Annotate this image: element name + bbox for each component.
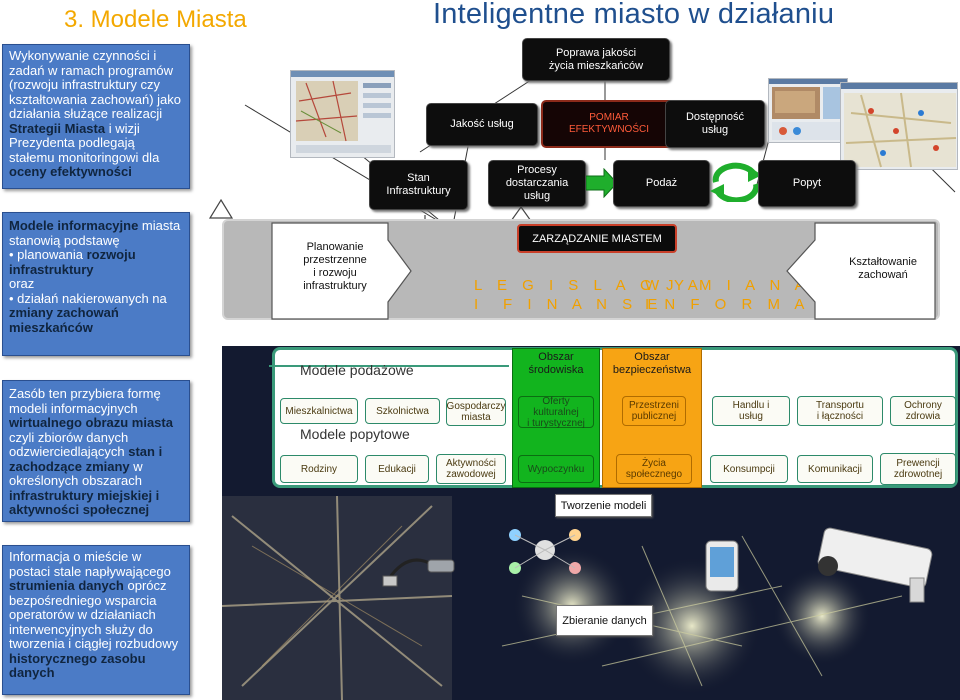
body-text: w określonych obszarach (9, 458, 143, 488)
supply-models-underline (269, 365, 509, 367)
supply-cell-housing: Mieszkalnictwa (280, 398, 358, 424)
body-text: oraz • działań nakierowanych na (9, 276, 167, 306)
security-camera-icon (817, 527, 933, 603)
quality-of-life-box: Poprawa jakości życia mieszkańców (522, 38, 670, 81)
model-creation-box: Tworzenie modeli (555, 494, 652, 517)
demand-cell-work: Aktywności zawodowej (436, 454, 506, 484)
service-processes-box: Procesy dostarczania usług (488, 160, 586, 207)
body-text: czyli zbiorów danych odzwierciedlających (9, 429, 129, 459)
demand-cell-communication: Komunikacji (797, 455, 873, 483)
supply-cell-transport: Transportu i łączności (797, 396, 883, 426)
planning-arrow-shape (271, 222, 412, 320)
demand-cell-consumption: Konsumpcji (710, 455, 788, 483)
supply-cell-schooling: Szkolnictwa (365, 398, 440, 424)
body-text: i wizji Prezydenta podlegają stałemu mon… (9, 120, 160, 165)
city-map-screenshot (290, 70, 395, 158)
emphasis-text: rozwoju infrastruktury (9, 247, 136, 277)
body-text: oprócz bezpośredniego wsparcia operatoró… (9, 578, 179, 651)
supply-box: Podaż (613, 160, 710, 207)
emphasis-text: Strategii Miasta (9, 120, 106, 136)
behaviour-arrow-shape (786, 222, 936, 320)
city-management-box: ZARZĄDZANIE MIASTEM (517, 224, 677, 253)
behaviour-shaping-label: Kształtowanie zachowań (849, 256, 917, 281)
emphasis-text: historycznego zasobu danych (9, 650, 146, 680)
emphasis-text: infrastruktury miejskiej i aktywności sp… (9, 487, 160, 517)
arrow-right-icon (586, 168, 618, 198)
phone-device-icon (705, 540, 739, 592)
dashboard-icon (769, 79, 847, 140)
supply-cell-culture-tourism: Oferty kulturalnej i turystycznej (518, 396, 594, 429)
environment-area-label: Obszar środowiska (528, 351, 584, 376)
supply-cell-economy: Gospodarczy miasta (446, 398, 506, 426)
dashboard-screenshot (768, 78, 848, 143)
emphasis-text: Modele informacyjne (9, 218, 139, 233)
text-box-data-stream: Informacja o mieście w postaci stale nap… (2, 545, 190, 695)
text-box-strategy-monitoring: Wykonywanie czynności i zadań w ramach p… (2, 44, 190, 189)
thumb-header-bar (291, 71, 394, 77)
security-area-label: Obszar bezpieczeństwa (612, 351, 692, 376)
cycle-arrows-icon (710, 162, 762, 202)
up-arrow-icon (208, 198, 234, 219)
emphasis-text: oceny efektywności (9, 164, 132, 179)
efficiency-measure-box: POMIAR EFEKTYWNOŚCI (541, 100, 677, 148)
demand-cell-social-life: Życia społecznego (616, 454, 692, 484)
text-box-data-stream-text: Informacja o mieście w postaci stale nap… (9, 549, 178, 680)
text-box-strategy-monitoring-text: Wykonywanie czynności i zadań w ramach p… (9, 48, 181, 179)
supply-cell-trade-services: Handlu i usług (712, 396, 790, 426)
text-box-information-models-text: Modele informacyjne miasta stanowią pods… (9, 218, 180, 335)
demand-cell-family: Rodziny (280, 455, 358, 483)
emphasis-text: wirtualnego obrazu miasta (9, 415, 173, 430)
demand-cell-education: Edukacji (365, 455, 429, 483)
emphasis-text: strumienia danych (9, 578, 124, 593)
body-text: Zasób ten przybiera formę modeli informa… (9, 386, 161, 416)
infrastructure-state-box: Stan Infrastruktury (369, 160, 468, 210)
text-box-virtual-city-text: Zasób ten przybiera formę modeli informa… (9, 386, 173, 517)
body-text: Wykonywanie czynności i zadań w ramach p… (9, 48, 181, 121)
service-quality-box: Jakość usług (426, 103, 538, 146)
body-text: miasta stanowią podstawę • planowania (9, 218, 181, 262)
map-with-markers-screenshot (840, 82, 958, 170)
map-icon (295, 80, 391, 153)
main-title: Inteligentne miasto w działaniu (433, 0, 835, 30)
sensor-probe-icon (382, 558, 455, 587)
body-text: Informacja o mieście w postaci stale nap… (9, 549, 171, 579)
planning-label: Planowanie przestrzenne i rozwoju infras… (303, 241, 367, 292)
demand-models-label: Modele popytowe (300, 426, 410, 442)
supply-cell-health: Ochrony zdrowia (890, 396, 956, 426)
service-availability-box: Dostępność usług (665, 100, 765, 148)
emphasis-text: zmiany zachowań mieszkańców (9, 305, 119, 335)
legislation-finance-label: L E G I S L A C J A I F I N A N S E (474, 277, 704, 313)
supply-cell-public-space: Przestrzeni publicznej (622, 396, 686, 426)
emphasis-text: stan i zachodzące zmiany (9, 444, 163, 474)
network-devices-icon (509, 529, 581, 574)
section-title: 3. Modele Miasta (64, 6, 247, 33)
demand-cell-health-prevention: Prewencji zdrowotnej (880, 453, 956, 485)
supply-models-label: Modele podażowe (300, 362, 414, 378)
data-collection-box: Zbieranie danych (556, 605, 653, 636)
map-markers-icon (841, 83, 957, 168)
demand-box: Popyt (758, 160, 856, 207)
text-box-information-models: Modele informacyjne miasta stanowią pods… (2, 212, 190, 356)
demand-cell-leisure: Wypoczynku (518, 455, 594, 483)
text-box-virtual-city: Zasób ten przybiera formę modeli informa… (2, 380, 190, 522)
